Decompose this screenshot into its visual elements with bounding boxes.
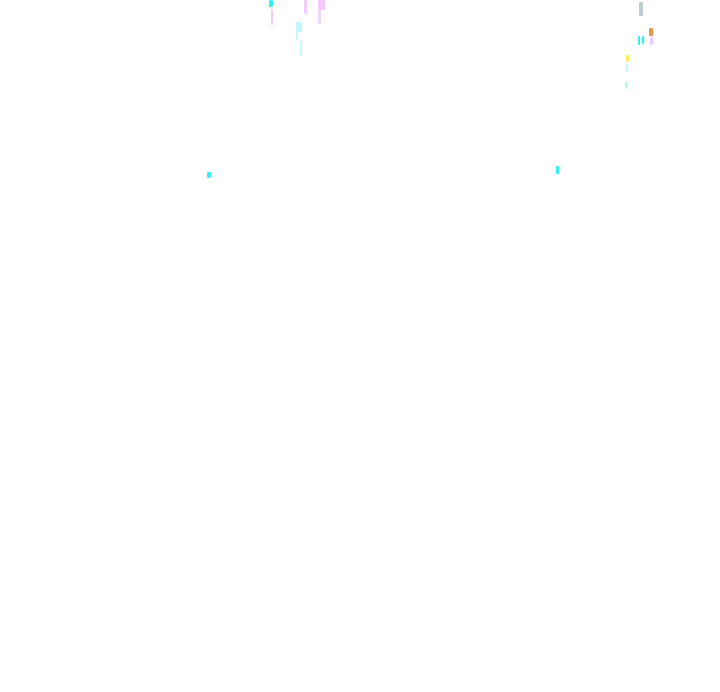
artifact-streak bbox=[269, 0, 273, 7]
artifact-streak bbox=[638, 36, 640, 45]
artifact-streak bbox=[304, 0, 307, 14]
artifact-streak bbox=[642, 36, 644, 44]
artifact-streak bbox=[296, 22, 302, 32]
artifact-streak bbox=[318, 10, 321, 24]
artifact-streak bbox=[556, 166, 559, 174]
artifact-streak bbox=[271, 9, 273, 25]
artifact-streak bbox=[650, 37, 653, 45]
artifact-streak bbox=[625, 82, 628, 89]
artifact-streak bbox=[626, 64, 628, 72]
artifact-streak bbox=[207, 172, 211, 178]
artifact-streak bbox=[296, 32, 298, 40]
artifact-streak bbox=[626, 55, 629, 62]
artifact-streak bbox=[300, 41, 302, 56]
artifact-streak bbox=[649, 28, 653, 36]
artifact-streak bbox=[639, 2, 643, 16]
artifact-streak bbox=[318, 0, 325, 10]
